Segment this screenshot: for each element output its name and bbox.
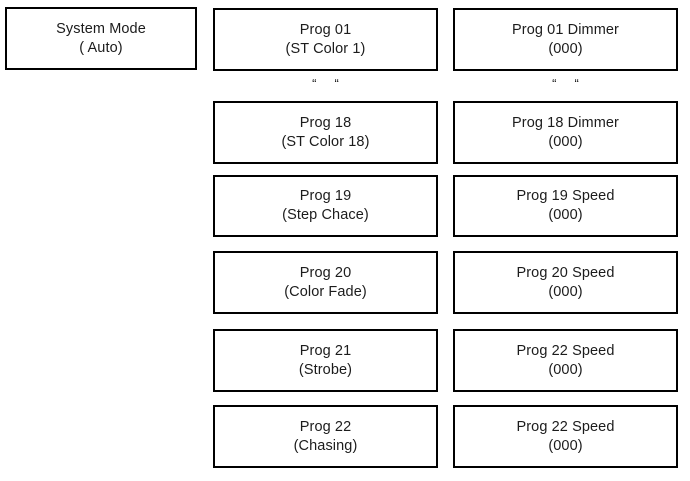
program-box-title: Prog 21 [299, 342, 352, 359]
parameter-box-value: (000) [548, 40, 583, 57]
parameter-box-prog-22-speed-upper[interactable]: Prog 22 Speed (000) [453, 329, 678, 392]
program-box-prog-01[interactable]: Prog 01 (ST Color 1) [213, 8, 438, 71]
parameter-box-title: Prog 18 Dimmer [512, 114, 619, 131]
program-box-subtitle: (ST Color 18) [281, 133, 370, 150]
program-box-subtitle: (Color Fade) [284, 283, 367, 300]
parameter-box-value: (000) [548, 437, 583, 454]
parameter-box-prog-22-speed-lower[interactable]: Prog 22 Speed (000) [453, 405, 678, 468]
parameter-box-prog-01-dimmer[interactable]: Prog 01 Dimmer (000) [453, 8, 678, 71]
parameter-box-prog-20-speed[interactable]: Prog 20 Speed (000) [453, 251, 678, 314]
parameter-box-title: Prog 20 Speed [516, 264, 615, 281]
program-box-subtitle: (Step Chace) [282, 207, 369, 223]
program-box-title: Prog 20 [299, 264, 352, 281]
program-box-prog-19[interactable]: Prog 19 (Step Chace) [213, 175, 438, 237]
program-column-continuation-marks: “ “ [213, 74, 438, 94]
program-box-prog-21[interactable]: Prog 21 (Strobe) [213, 329, 438, 392]
system-mode-value: ( Auto) [79, 39, 123, 56]
system-mode-box[interactable]: System Mode ( Auto) [5, 7, 197, 70]
parameter-box-value: (000) [548, 283, 583, 300]
parameter-box-title: Prog 19 Speed [516, 188, 615, 205]
parameter-box-title: Prog 22 Speed [516, 342, 615, 359]
parameter-box-prog-18-dimmer[interactable]: Prog 18 Dimmer (000) [453, 101, 678, 164]
continuation-mark-b: “ [334, 75, 339, 91]
program-box-prog-18[interactable]: Prog 18 (ST Color 18) [213, 101, 438, 164]
program-box-title: Prog 01 [299, 21, 352, 38]
program-box-prog-22[interactable]: Prog 22 (Chasing) [213, 405, 438, 468]
parameter-box-prog-19-speed[interactable]: Prog 19 Speed (000) [453, 175, 678, 237]
program-box-title: Prog 22 [299, 418, 352, 435]
program-box-subtitle: (ST Color 1) [285, 40, 366, 57]
parameter-box-title: Prog 22 Speed [516, 418, 615, 435]
parameter-column-continuation-marks: “ “ [453, 74, 678, 94]
parameter-box-value: (000) [548, 133, 583, 150]
parameter-box-value: (000) [548, 207, 583, 223]
program-box-prog-20[interactable]: Prog 20 (Color Fade) [213, 251, 438, 314]
continuation-mark-b: “ [574, 75, 579, 91]
program-box-subtitle: (Chasing) [293, 437, 358, 454]
continuation-mark-a: “ [312, 75, 317, 91]
parameter-box-title: Prog 01 Dimmer [512, 21, 619, 38]
continuation-mark-a: “ [552, 75, 557, 91]
parameter-box-value: (000) [548, 361, 583, 378]
program-box-title: Prog 18 [299, 114, 352, 131]
program-box-title: Prog 19 [299, 188, 352, 205]
program-box-subtitle: (Strobe) [298, 361, 353, 378]
system-mode-title: System Mode [56, 20, 146, 37]
